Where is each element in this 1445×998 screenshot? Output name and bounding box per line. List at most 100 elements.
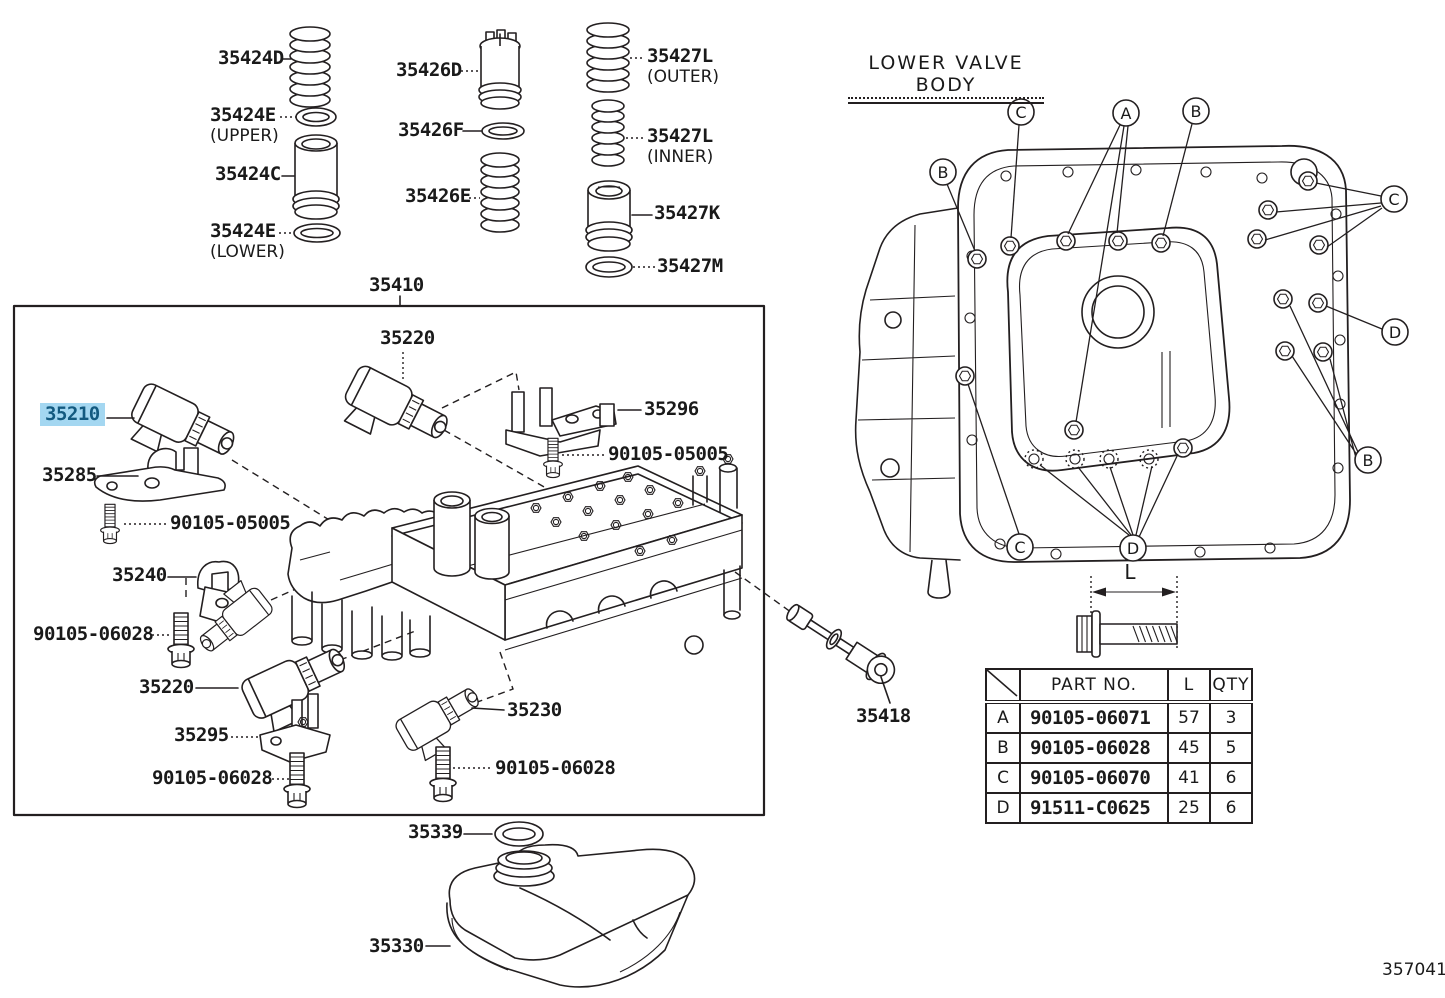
part-label-35240[interactable]: 35240 xyxy=(112,564,167,586)
callout-letter: A xyxy=(1121,104,1132,123)
callout-letter: B xyxy=(938,163,949,182)
part-qualifier: (UPPER) xyxy=(210,126,279,146)
row-key: C xyxy=(985,762,1021,794)
piston-35426d xyxy=(478,29,522,110)
callout-letter: C xyxy=(1015,103,1026,122)
spring-35424d xyxy=(289,26,331,108)
lower-valve-body-case: B C A B C D B C D xyxy=(854,97,1409,599)
part-label-35426e[interactable]: 35426E xyxy=(405,185,471,207)
part-label-35424c[interactable]: 35424C xyxy=(215,163,281,185)
callout-letter: B xyxy=(1191,102,1202,121)
callout-letter: D xyxy=(1389,323,1401,342)
part-label-35427l-outer[interactable]: 35427L (OUTER) xyxy=(647,45,720,88)
oring-35424e-lower xyxy=(293,223,341,243)
row-length: 57 xyxy=(1167,701,1211,734)
spring-35426e xyxy=(480,152,520,233)
row-length: 25 xyxy=(1167,792,1211,824)
part-label-35426d[interactable]: 35426D xyxy=(396,59,462,81)
table-header-row: PART NO. L QTY xyxy=(985,668,1253,704)
part-label-90105-06028-a[interactable]: 90105-06028 xyxy=(33,623,154,645)
column-header-qty: QTY xyxy=(1209,668,1253,704)
oil-strainer-35330 xyxy=(446,843,696,988)
row-qty: 5 xyxy=(1209,732,1253,764)
top-leader-lines xyxy=(279,57,655,268)
check-valve-35418 xyxy=(786,603,896,704)
table-corner-cell xyxy=(985,668,1021,704)
section-title: LOWER VALVE BODY xyxy=(848,52,1044,104)
part-label-90105-05005-b[interactable]: 90105-05005 xyxy=(170,512,291,534)
row-part-no: 90105-06071 xyxy=(1019,701,1169,734)
callout-letter: C xyxy=(1014,538,1025,557)
column-header-part-no: PART NO. xyxy=(1019,668,1169,704)
part-label-35220-top[interactable]: 35220 xyxy=(380,327,435,349)
piston-35427k xyxy=(585,180,633,252)
bolt-90105-06028-a xyxy=(167,612,195,669)
callout-letter: B xyxy=(1363,451,1374,470)
part-label-35410[interactable]: 35410 xyxy=(369,274,424,296)
part-label-35426f[interactable]: 35426F xyxy=(398,119,464,141)
part-number: 35427L xyxy=(647,45,713,67)
oring-35424e-upper xyxy=(295,107,337,127)
table-row: C 90105-06070 41 6 xyxy=(985,762,1253,794)
part-label-35427m[interactable]: 35427M xyxy=(657,255,723,277)
part-label-35295[interactable]: 35295 xyxy=(174,724,229,746)
row-qty: 6 xyxy=(1209,792,1253,824)
row-part-no: 91511-C0625 xyxy=(1019,792,1169,824)
assembly-box-35410 xyxy=(12,304,766,817)
part-label-35427k[interactable]: 35427K xyxy=(654,202,720,224)
part-label-35424e-upper[interactable]: 35424E (UPPER) xyxy=(210,105,279,147)
row-part-no: 90105-06028 xyxy=(1019,732,1169,764)
table-row: B 90105-06028 45 5 xyxy=(985,732,1253,764)
part-label-35296[interactable]: 35296 xyxy=(644,398,699,420)
part-label-35220-bottom[interactable]: 35220 xyxy=(139,676,194,698)
part-number: 35424E xyxy=(210,220,276,242)
part-qualifier: (OUTER) xyxy=(647,67,720,87)
part-label-35330[interactable]: 35330 xyxy=(369,935,424,957)
part-label-35210-selected[interactable]: 35210 xyxy=(40,403,105,426)
column-header-length: L xyxy=(1167,668,1211,704)
part-label-35230[interactable]: 35230 xyxy=(507,699,562,721)
drawing-number: 357041 xyxy=(1382,960,1445,980)
fastener-table: PART NO. L QTY A 90105-06071 57 3 B 9010… xyxy=(985,668,1253,824)
part-qualifier: (LOWER) xyxy=(210,242,285,262)
spring-35427l-outer xyxy=(586,22,630,93)
bracket-35296 xyxy=(505,387,617,457)
diagonal-slash xyxy=(986,669,1018,697)
callout-markers: B C A B C D B C D xyxy=(929,97,1409,562)
sleeve-35424c xyxy=(292,134,340,220)
solenoid-35220-top xyxy=(333,362,456,465)
row-length: 45 xyxy=(1167,732,1211,764)
solenoid-35210 xyxy=(120,380,242,481)
oring-35339 xyxy=(494,821,544,847)
part-label-35424d[interactable]: 35424D xyxy=(218,47,284,69)
row-qty: 3 xyxy=(1209,701,1253,734)
oring-35426f xyxy=(481,122,525,140)
bolt-90105-05005-b xyxy=(100,503,120,545)
table-row: D 91511-C0625 25 6 xyxy=(985,792,1253,824)
box-leader-lines xyxy=(96,352,642,780)
part-label-35424e-lower[interactable]: 35424E (LOWER) xyxy=(210,220,285,263)
part-label-35418[interactable]: 35418 xyxy=(856,705,911,727)
part-label-90105-05005-a[interactable]: 90105-05005 xyxy=(608,443,729,465)
bracket-35295 xyxy=(259,693,331,763)
callout-letter: C xyxy=(1388,190,1399,209)
part-label-35427l-inner[interactable]: 35427L (INNER) xyxy=(647,125,713,168)
part-label-90105-06028-b[interactable]: 90105-06028 xyxy=(152,767,273,789)
oring-35427m xyxy=(585,256,633,278)
part-label-35285[interactable]: 35285 xyxy=(42,464,97,486)
part-label-90105-06028-c[interactable]: 90105-06028 xyxy=(495,757,616,779)
row-key: A xyxy=(985,701,1021,734)
row-key: B xyxy=(985,732,1021,764)
callout-letter: D xyxy=(1127,539,1139,558)
bolt-length-diagram xyxy=(1076,576,1178,658)
row-part-no: 90105-06070 xyxy=(1019,762,1169,794)
part-label-35339[interactable]: 35339 xyxy=(408,821,463,843)
row-key: D xyxy=(985,792,1021,824)
part-number: 35427L xyxy=(647,125,713,147)
spring-35427l-inner xyxy=(591,99,625,167)
valve-body-drawing xyxy=(287,454,743,661)
table-row: A 90105-06071 57 3 xyxy=(985,701,1253,734)
length-dimension-label: L xyxy=(1124,560,1136,584)
